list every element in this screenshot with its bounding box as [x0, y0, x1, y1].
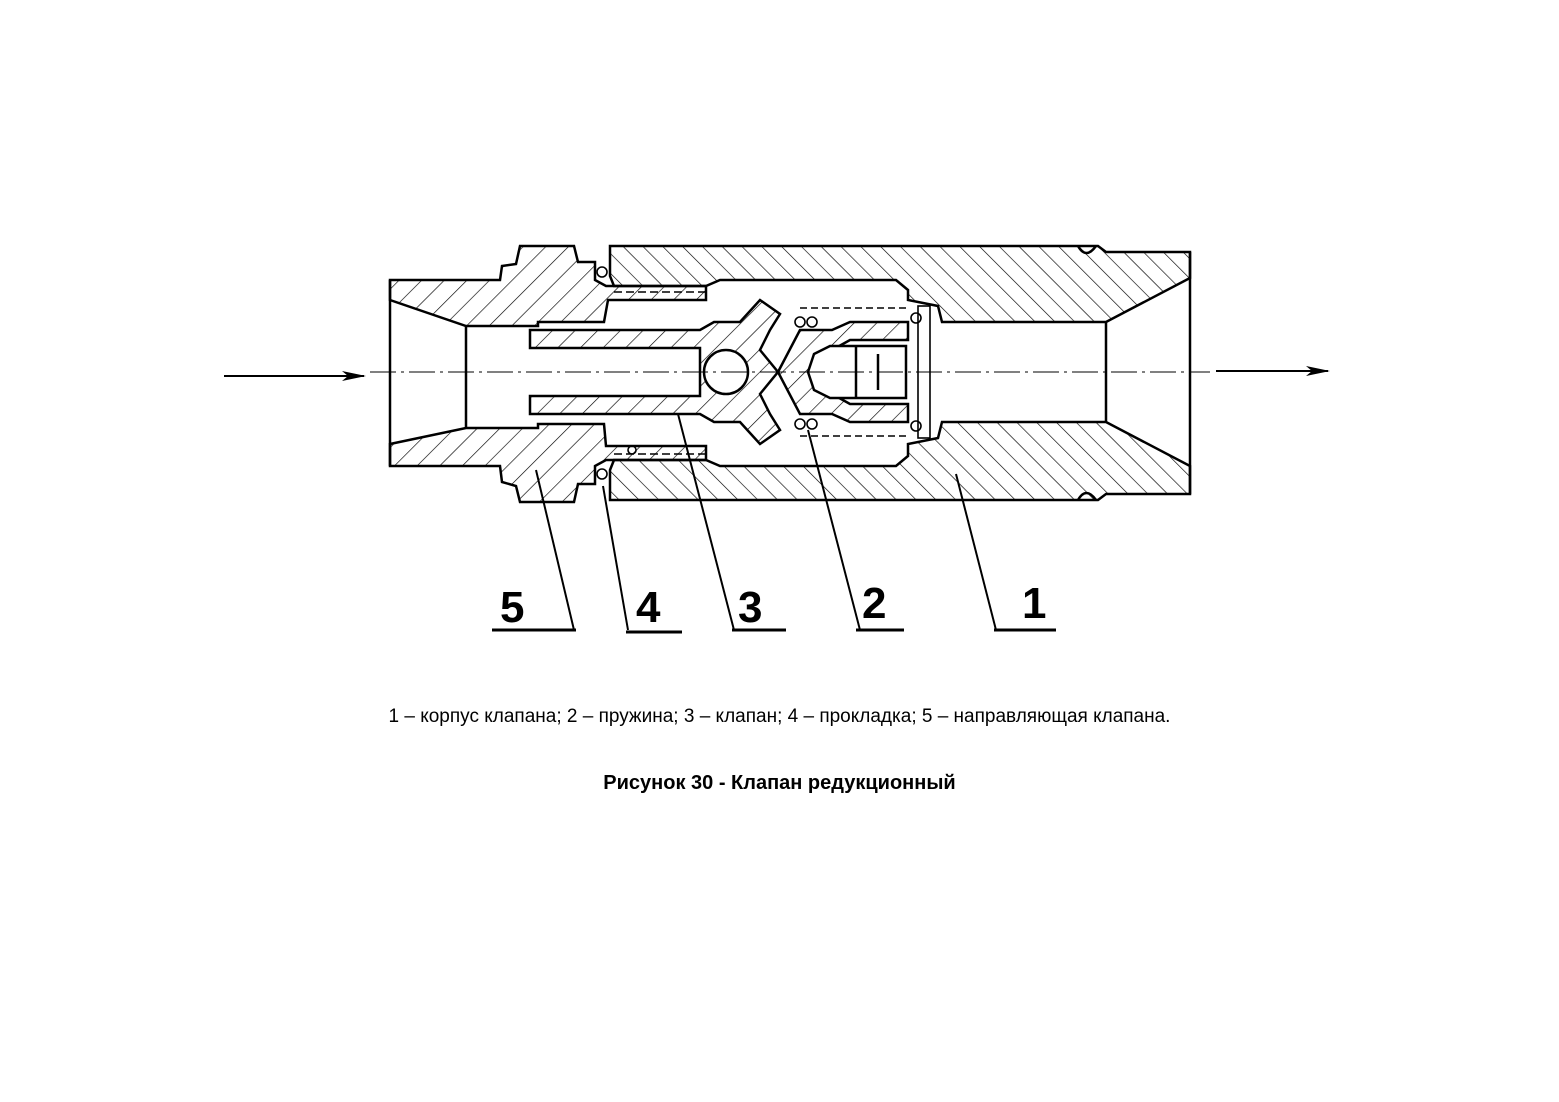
figure-title: Рисунок 30 - Клапан редукционный — [603, 772, 956, 794]
callout-number-1: 1 — [1022, 579, 1046, 628]
callout-1: 1 — [955, 473, 1056, 632]
valve-body-part-1 — [608, 244, 1192, 502]
gasket-part-4 — [596, 266, 706, 480]
callout-number-2: 2 — [862, 579, 886, 628]
callout-number-3: 3 — [738, 583, 762, 632]
valve-inner-details — [702, 344, 908, 400]
callout-number-4: 4 — [636, 583, 661, 632]
callout-number-5: 5 — [500, 583, 524, 632]
callout-3: 3 — [677, 413, 786, 632]
callout-5: 5 — [492, 469, 576, 632]
figure-legend: 1 – корпус клапана; 2 – пружина; 3 – кла… — [388, 706, 1171, 727]
valve-guide-part-5 — [388, 244, 708, 504]
callout-2: 2 — [807, 429, 904, 632]
callout-4: 4 — [602, 485, 682, 634]
